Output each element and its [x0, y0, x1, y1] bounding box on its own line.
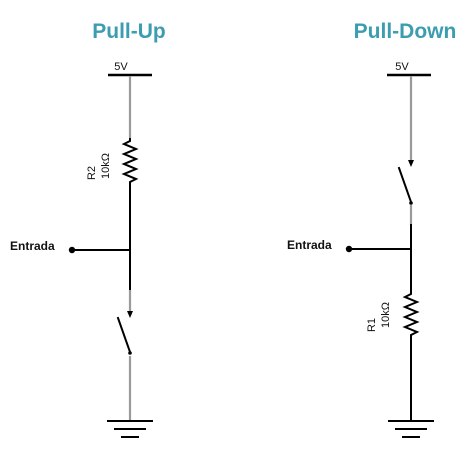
- pulldown-title: Pull-Down: [354, 20, 457, 43]
- pullup-circuit: Pull-Up 5V R2 10kΩ Entrada: [10, 20, 166, 438]
- pullup-resistor-ref: R2: [86, 166, 98, 180]
- pullup-resistor-value: 10kΩ: [100, 153, 112, 179]
- pulldown-resistor: [402, 292, 420, 338]
- pullup-supply-label: 5V: [114, 61, 128, 73]
- pulldown-resistor-value: 10kΩ: [380, 302, 392, 328]
- pulldown-ground-icon: [388, 420, 434, 438]
- pullup-switch-contact: [127, 311, 133, 318]
- pulldown-input-node[interactable]: [345, 245, 353, 253]
- pulldown-switch-blade[interactable]: [397, 166, 413, 204]
- pullup-input-node[interactable]: [68, 246, 76, 254]
- pulldown-circuit: Pull-Down 5V Entrada R1 10kΩ: [287, 20, 457, 438]
- pullup-input-label: Entrada: [10, 239, 55, 253]
- pulldown-supply-label: 5V: [395, 61, 409, 73]
- pulldown-input-label: Entrada: [287, 238, 332, 252]
- pullup-ground-icon: [107, 420, 153, 438]
- pullup-switch-pivot: [128, 351, 132, 355]
- pullup-switch-blade[interactable]: [116, 316, 132, 354]
- pullup-resistor: [121, 138, 139, 185]
- pullup-title: Pull-Up: [92, 20, 166, 43]
- pulldown-switch-contact: [408, 160, 414, 167]
- pulldown-switch-pivot: [409, 201, 413, 205]
- pulldown-resistor-ref: R1: [366, 318, 378, 332]
